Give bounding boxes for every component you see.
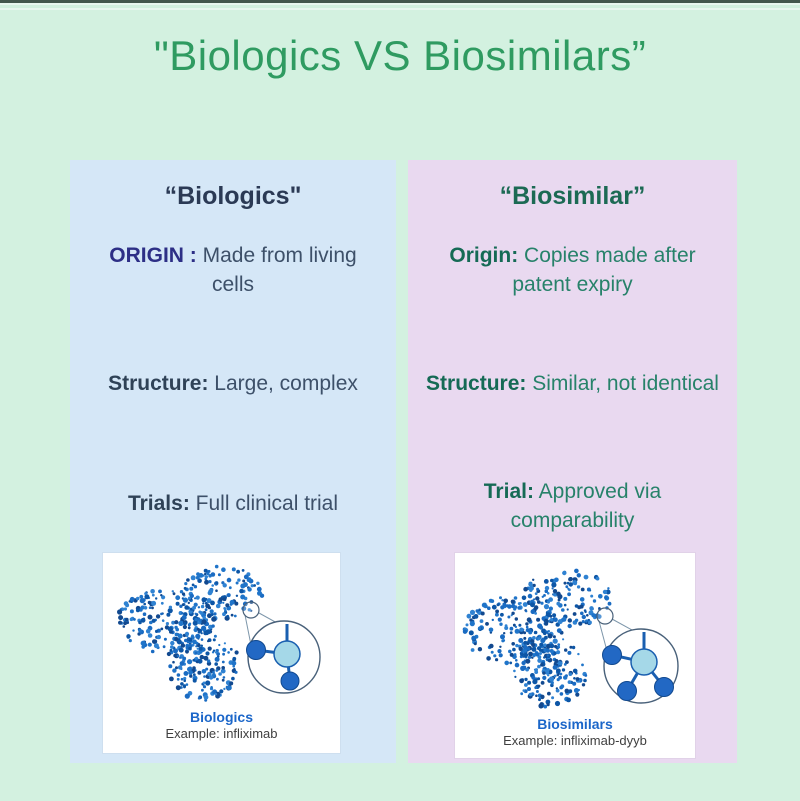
biosimilar-trial-text: Approved via comparability (510, 480, 662, 532)
biologics-structure-row: Structure: Large, complex (88, 370, 378, 399)
biosimilar-structure-text: Similar, not identical (526, 372, 719, 395)
biologics-origin-label: ORIGIN : (109, 244, 197, 267)
biosimilar-trial-label: Trial: (483, 480, 534, 503)
biologics-structure-text: Large, complex (208, 372, 358, 395)
biologics-trials-row: Trials: Full clinical trial (88, 490, 378, 519)
biologics-image-example: Example: infliximab (165, 725, 278, 741)
biosimilar-structure-label: Structure: (426, 372, 527, 395)
biologics-origin-text: Made from living cells (196, 244, 357, 296)
biologics-panel: “Biologics" ORIGIN : Made from living ce… (70, 160, 396, 763)
biologics-heading: “Biologics" (164, 182, 302, 210)
biosimilar-antibody-molecule-illustration (462, 568, 679, 709)
biosimilar-panel: “Biosimilar” Origin: Copies made after p… (408, 160, 737, 763)
biosimilar-origin-row: Origin: Copies made after patent expiry (426, 242, 719, 300)
biosimilar-image-card: Biosimilars Example: infliximab-dyyb (455, 553, 695, 758)
biologics-antibody-molecule-illustration (117, 564, 321, 702)
biosimilar-origin-text: Copies made after patent expiry (512, 244, 696, 296)
top-border-bands (0, 3, 800, 12)
biosimilar-origin-label: Origin: (449, 244, 519, 267)
biologics-image-card: Biologics Example: infliximab (103, 553, 340, 753)
biologics-image-caption: Biologics (189, 709, 253, 725)
biosimilar-image-example: Example: infliximab-dyyb (503, 732, 647, 748)
biologics-trials-label: Trials: (127, 492, 190, 515)
biosimilar-heading: “Biosimilar” (499, 182, 646, 210)
biosimilar-image-caption: Biosimilars (537, 716, 613, 732)
biosimilar-structure-row: Structure: Similar, not identical (426, 370, 719, 399)
biologics-origin-row: ORIGIN : Made from living cells (88, 242, 378, 300)
top-border-stripe (0, 0, 800, 3)
biologics-trials-text: Full clinical trial (189, 492, 339, 515)
page-title: "Biologics VS Biosimilars” (153, 32, 647, 79)
biologics-structure-label: Structure: (108, 372, 209, 395)
biosimilar-trial-row: Trial: Approved via comparability (426, 478, 719, 536)
